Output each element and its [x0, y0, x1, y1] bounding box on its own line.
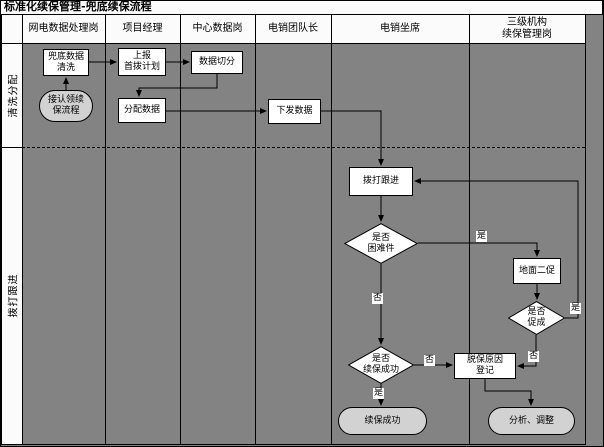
diamond-shape [344, 223, 418, 264]
edge-label-yes: 是 [476, 231, 488, 242]
column-header-telesales-agent: 电销坐席 [380, 23, 420, 34]
split-data-step: 数据切分 [191, 51, 243, 74]
ground-second-promotion-step: 地面二促 [513, 258, 561, 284]
diagram-title: 标准化续保管理-兜底续保流程 [1, 1, 603, 15]
edge-label-no: 否 [424, 355, 436, 366]
column-header-telesales-leader: 电销团队长 [268, 23, 318, 34]
report-first-dial-plan-step: 上报首拨计划 [118, 48, 166, 76]
grid-line [105, 14, 106, 445]
lane-label-dial-follow: 拨打跟进 [8, 273, 20, 318]
lane-divider-solid [1, 147, 22, 148]
grid-line [331, 14, 332, 445]
process-start-terminal: 接认领续保流程 [39, 90, 93, 122]
header-row-background [1, 15, 585, 43]
analyze-adjust-terminal: 分析、调整 [488, 407, 575, 435]
lane-label-clean-assign: 清洗分配 [8, 73, 20, 117]
lane-label-column-background [1, 43, 22, 444]
grid-line [180, 14, 181, 445]
assign-data-step: 分配数据 [118, 98, 166, 123]
grid-line [22, 14, 23, 445]
table-border [1, 14, 586, 445]
difficult-case-decision: 是否困难件 [344, 223, 418, 264]
clean-data-step: 兜底数据清洗 [43, 49, 89, 76]
edge-label-no: 否 [528, 351, 540, 362]
distribute-data-step: 下发数据 [268, 99, 321, 124]
diamond-shape [348, 346, 414, 384]
promotion-success-decision: 是否促成 [508, 301, 565, 335]
grid-line [469, 14, 470, 445]
column-header-project-manager: 项目经理 [122, 23, 163, 34]
edge-label-yes: 是 [373, 388, 385, 399]
dial-follow-up-step: 拨打跟进 [349, 167, 413, 196]
header-bottom-line [1, 43, 586, 44]
grid-line [255, 14, 256, 445]
edge-label-yes: 是 [570, 303, 582, 314]
renewal-success-decision: 是否续保成功 [348, 346, 414, 384]
column-header-branch-renewal: 三级机构续保管理岗 [502, 17, 552, 40]
lane-divider-dashed [22, 147, 585, 148]
edge-label-no: 否 [372, 293, 384, 304]
renewal-success-terminal: 续保成功 [338, 407, 427, 435]
column-header-center-data: 中心数据岗 [192, 23, 243, 34]
lapse-reason-register-step: 脱保原因登记 [454, 353, 516, 379]
column-header-web-data: 网电数据处理岗 [28, 23, 99, 34]
